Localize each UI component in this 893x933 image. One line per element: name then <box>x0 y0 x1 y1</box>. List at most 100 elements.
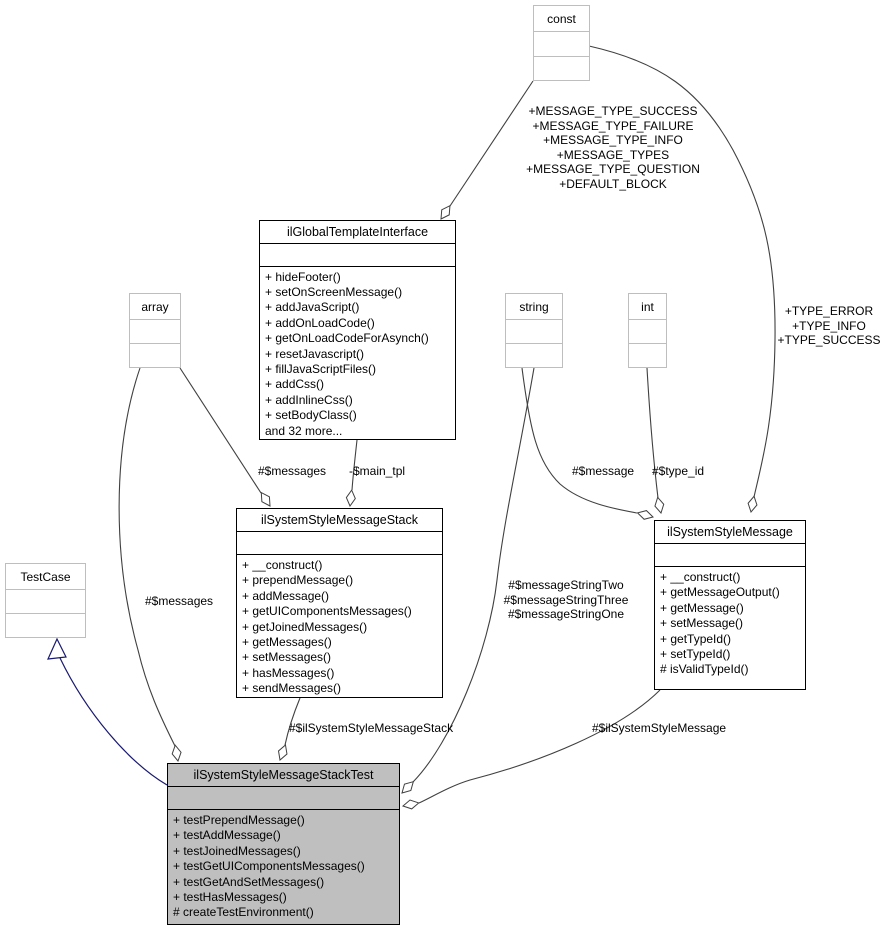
method-list: + hideFooter()+ setOnScreenMessage()+ ad… <box>260 267 455 439</box>
edge-const-to-interface <box>449 80 534 207</box>
edge-string-to-message <box>521 367 638 514</box>
edge-label-messages-stack: #$messages <box>258 464 327 478</box>
attributes-compartment <box>655 544 805 567</box>
class-title: int <box>629 294 666 320</box>
aggregation-diamond <box>260 491 271 507</box>
method-item: + testGetAndSetMessages() <box>173 874 325 889</box>
aggregation-diamond <box>636 510 654 520</box>
method-list: + __construct()+ getMessageOutput()+ get… <box>655 567 805 689</box>
attributes-compartment <box>506 320 562 344</box>
attributes-compartment <box>168 787 399 810</box>
methods-compartment <box>6 614 85 637</box>
aggregation-diamond <box>277 744 288 761</box>
method-item: + getMessageOutput() <box>660 585 780 600</box>
class-box-ilsystemstylemessage[interactable]: ilSystemStyleMessage + __construct()+ ge… <box>654 520 806 690</box>
aggregation-diamond <box>401 780 415 794</box>
class-box-ilglobaltemplateinterface[interactable]: ilGlobalTemplateInterface + hideFooter()… <box>259 220 456 440</box>
method-item: + addCss() <box>265 377 325 392</box>
method-item: + getMessage() <box>660 600 744 615</box>
edge-label-message-member: #$ilSystemStyleMessage <box>592 721 727 735</box>
method-item: # createTestEnvironment() <box>173 905 314 920</box>
aggregation-diamond <box>654 496 665 514</box>
method-item: + setBodyClass() <box>265 408 357 423</box>
edge-label-type-id: #$type_id <box>652 464 705 478</box>
method-item: + addJavaScript() <box>265 300 360 315</box>
method-item: and 32 more... <box>265 423 343 438</box>
method-item: + setMessage() <box>660 616 744 631</box>
edge-string-to-test <box>412 367 535 783</box>
method-item: + setOnScreenMessage() <box>265 284 403 299</box>
method-item: + getTypeId() <box>660 631 732 646</box>
aggregation-diamond <box>171 744 182 763</box>
edge-label-message: #$message <box>572 464 635 478</box>
method-list: + __construct()+ prependMessage()+ addMe… <box>237 555 442 697</box>
method-item: + getOnLoadCodeForAsynch() <box>265 331 429 346</box>
methods-compartment <box>130 344 180 367</box>
method-item: + testAddMessage() <box>173 828 281 843</box>
method-list: + testPrependMessage()+ testAddMessage()… <box>168 810 399 924</box>
methods-compartment <box>506 344 562 367</box>
class-title: const <box>534 6 589 32</box>
methods-compartment <box>534 57 589 81</box>
class-box-string: string <box>505 293 563 368</box>
class-box-array: array <box>129 293 181 368</box>
edge-label-type-constants: +TYPE_ERROR +TYPE_INFO +TYPE_SUCCESS <box>777 304 881 348</box>
edge-stack-to-test <box>284 697 301 746</box>
method-item: + setMessages() <box>242 650 332 665</box>
edge-test-inherits-testcase <box>59 657 168 786</box>
edge-const-to-message <box>588 45 776 498</box>
class-title[interactable]: ilSystemStyleMessageStack <box>237 509 442 532</box>
class-title[interactable]: ilSystemStyleMessage <box>655 521 805 544</box>
aggregation-diamond <box>440 204 451 220</box>
method-item: + prependMessage() <box>242 573 354 588</box>
method-item: + getMessages() <box>242 635 332 650</box>
attributes-compartment <box>130 320 180 344</box>
edge-array-to-test <box>118 367 176 747</box>
class-title: array <box>130 294 180 320</box>
method-item: + testJoinedMessages() <box>173 843 301 858</box>
class-title: TestCase <box>6 564 85 590</box>
class-title[interactable]: ilGlobalTemplateInterface <box>260 221 455 244</box>
method-item: + testGetUIComponentsMessages() <box>173 859 365 874</box>
method-item: + addOnLoadCode() <box>265 315 375 330</box>
attributes-compartment <box>6 590 85 614</box>
class-box-ilsystemstylemessagestack[interactable]: ilSystemStyleMessageStack + __construct(… <box>236 508 443 698</box>
method-item: # isValidTypeId() <box>660 662 749 677</box>
method-item: + resetJavascript() <box>265 346 365 361</box>
attributes-compartment <box>629 320 666 344</box>
method-item: + addInlineCss() <box>265 392 353 407</box>
attributes-compartment <box>534 32 589 57</box>
class-box-testcase: TestCase <box>5 563 86 638</box>
method-item: + addMessage() <box>242 588 330 603</box>
edge-label-message-strings: #$messageStringTwo #$messageStringThree … <box>503 578 629 622</box>
edge-array-to-stack <box>179 367 262 494</box>
class-title: ilSystemStyleMessageStackTest <box>168 764 399 787</box>
class-box-const: const <box>533 5 590 81</box>
method-item: + __construct() <box>242 558 323 572</box>
method-item: + fillJavaScriptFiles() <box>265 361 377 376</box>
edge-message-to-test <box>418 689 661 804</box>
method-item: + setTypeId() <box>660 647 731 662</box>
class-title: string <box>506 294 562 320</box>
methods-compartment <box>629 344 666 367</box>
aggregation-diamond <box>345 489 356 508</box>
class-box-ilsystemstylemessagestacktest: ilSystemStyleMessageStackTest + testPrep… <box>167 763 400 925</box>
aggregation-diamond <box>401 799 420 810</box>
method-item: + hideFooter() <box>265 269 341 284</box>
class-box-int: int <box>628 293 667 368</box>
method-item: + __construct() <box>660 570 741 584</box>
attributes-compartment <box>260 244 455 267</box>
method-item: + testPrependMessage() <box>173 813 305 827</box>
method-item: + hasMessages() <box>242 665 335 680</box>
edge-label-main-tpl: -$main_tpl <box>349 464 406 478</box>
method-item: + testHasMessages() <box>173 890 287 905</box>
method-item: + getJoinedMessages() <box>242 619 368 634</box>
aggregation-diamond <box>747 495 758 514</box>
inheritance-arrowhead <box>47 637 67 660</box>
edge-label-const-constants: +MESSAGE_TYPE_SUCCESS +MESSAGE_TYPE_FAIL… <box>526 104 700 191</box>
edge-interface-to-stack <box>351 439 358 491</box>
method-item: + getUIComponentsMessages() <box>242 604 412 619</box>
method-item: + sendMessages() <box>242 681 342 696</box>
